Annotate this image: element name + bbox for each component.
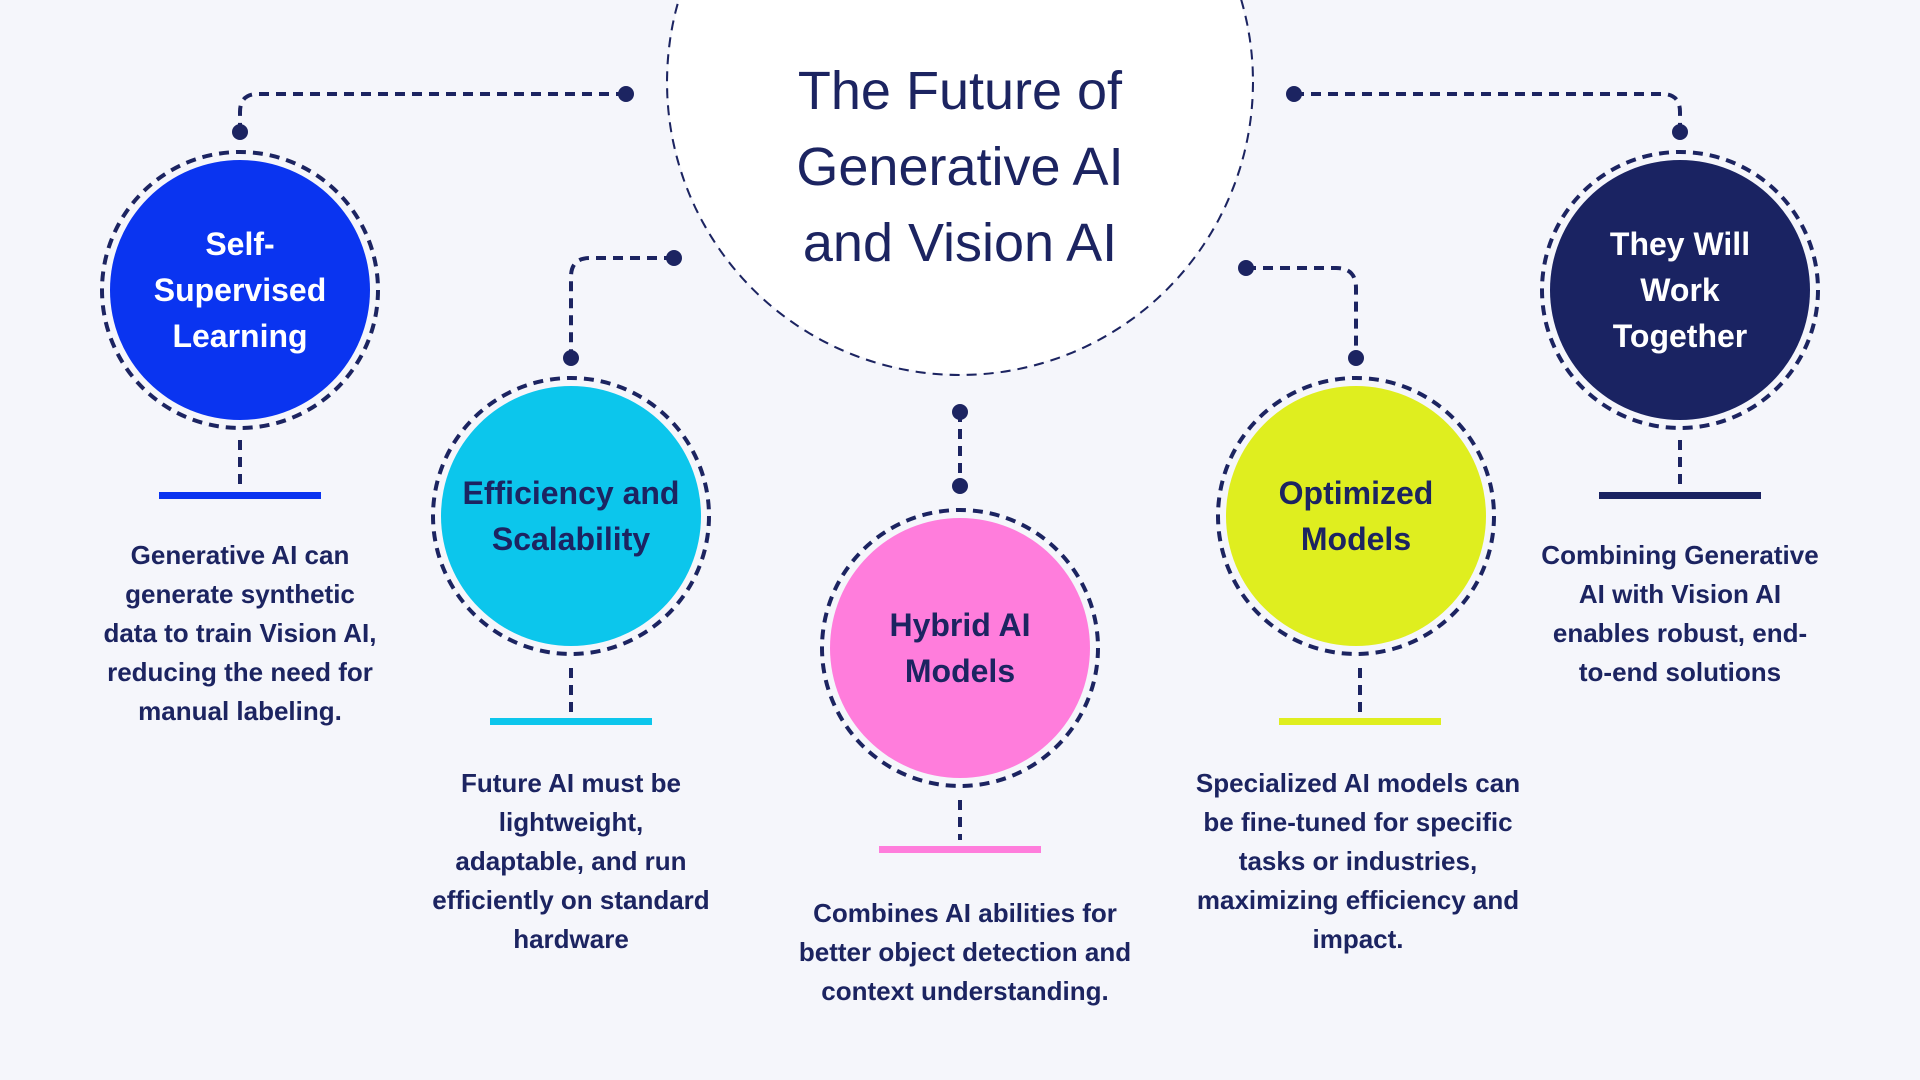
connector-dot	[952, 478, 968, 494]
connector-5	[1294, 92, 1682, 132]
node-label: Hybrid AI Models	[889, 607, 1031, 689]
node-ring-3	[820, 508, 1100, 788]
node-description: Specialized AI models can be fine-tuned …	[1195, 768, 1521, 954]
node-label: They Will Work Together	[1609, 226, 1751, 354]
node-ring-2	[431, 376, 711, 656]
node-label: Efficiency and Scalability	[462, 475, 680, 557]
underline-bar	[159, 492, 321, 499]
connector-dot	[1286, 86, 1302, 102]
connector-dot	[1348, 350, 1364, 366]
node-description: Combining Generative AI with Vision AI e…	[1541, 540, 1819, 687]
connector-dot	[618, 86, 634, 102]
connector-1	[238, 92, 626, 132]
title-ring	[666, 0, 1254, 376]
connector-dot	[563, 350, 579, 366]
connector-dot	[1672, 124, 1688, 140]
node-hybrid-ai-models: Hybrid AI Models	[830, 518, 1090, 778]
node-ring-1	[100, 150, 380, 430]
node-ring-5	[1540, 150, 1820, 430]
underline-bar	[490, 718, 652, 725]
node-description: Generative AI can generate synthetic dat…	[103, 540, 377, 726]
node-optimized-models: Optimized Models	[1226, 386, 1486, 646]
underline-bar	[879, 846, 1041, 853]
connector-4	[1246, 266, 1358, 358]
node-self-supervised-learning: Self-Supervised Learning	[110, 160, 370, 420]
connector-dot	[232, 124, 248, 140]
node-description: Combines AI abilities for better object …	[798, 898, 1132, 1006]
connector-dot	[952, 404, 968, 420]
underline-bar	[1599, 492, 1761, 499]
page-title: The Future of Generative AI and Vision A…	[796, 61, 1124, 273]
connector-dot	[666, 250, 682, 266]
node-ring-4	[1216, 376, 1496, 656]
node-description: Future AI must be lightweight, adaptable…	[432, 768, 710, 954]
node-efficiency-scalability: Efficiency and Scalability	[441, 386, 701, 646]
underline-bar	[1279, 718, 1441, 725]
connector-dot	[1238, 260, 1254, 276]
node-label: Optimized Models	[1278, 475, 1434, 557]
node-work-together: They Will Work Together	[1550, 160, 1810, 420]
node-label: Self-Supervised Learning	[153, 226, 327, 354]
connector-2	[569, 256, 674, 358]
